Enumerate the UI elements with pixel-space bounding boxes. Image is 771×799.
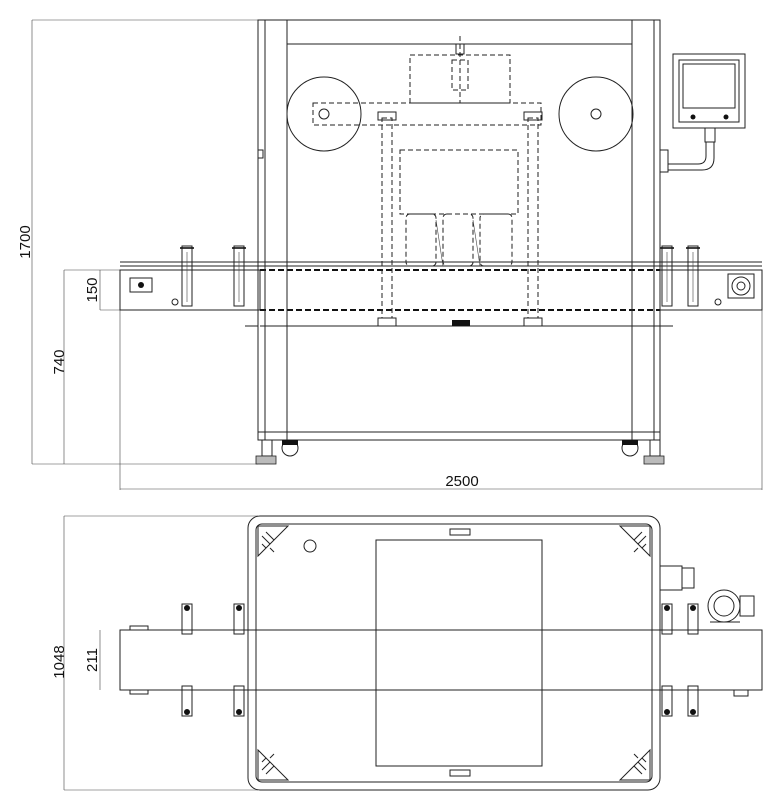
corner-brackets [257, 525, 651, 781]
filling-head [312, 36, 543, 327]
dimension-conveyor-band-label: 150 [84, 277, 101, 302]
conveyor-front [119, 261, 763, 327]
dimension-overall-height: 1700 [17, 19, 258, 465]
control-panel [659, 53, 746, 173]
dimension-overall-length: 2500 [119, 270, 763, 490]
dimension-overall-depth: 1048 [51, 515, 258, 791]
frame-plan [247, 515, 661, 791]
reel-left [286, 76, 362, 152]
dimension-overall-depth-label: 1048 [51, 645, 68, 678]
bottles [405, 213, 513, 267]
dimension-table-height-label: 740 [51, 349, 68, 374]
machine-frame [245, 19, 673, 441]
dimension-table-height: 740 [51, 269, 120, 464]
dimension-overall-length-label: 2500 [445, 473, 478, 490]
top-view: 1048 211 [51, 515, 763, 791]
guide-clamps-front [180, 245, 700, 307]
motor-plan [707, 589, 755, 623]
reel-right [558, 76, 634, 152]
conveyor-motor [727, 273, 755, 299]
dimension-overall-height-label: 1700 [17, 225, 34, 258]
dimension-conveyor-width: 211 [84, 630, 101, 690]
feet [255, 439, 665, 465]
front-view: 1700 740 150 2500 [17, 19, 763, 490]
dimension-conveyor-band: 150 [84, 270, 120, 311]
control-box-plan [659, 565, 695, 591]
guide-clamps-plan [181, 603, 699, 717]
conveyor-plan [119, 625, 763, 697]
dimension-conveyor-width-label: 211 [84, 648, 101, 672]
